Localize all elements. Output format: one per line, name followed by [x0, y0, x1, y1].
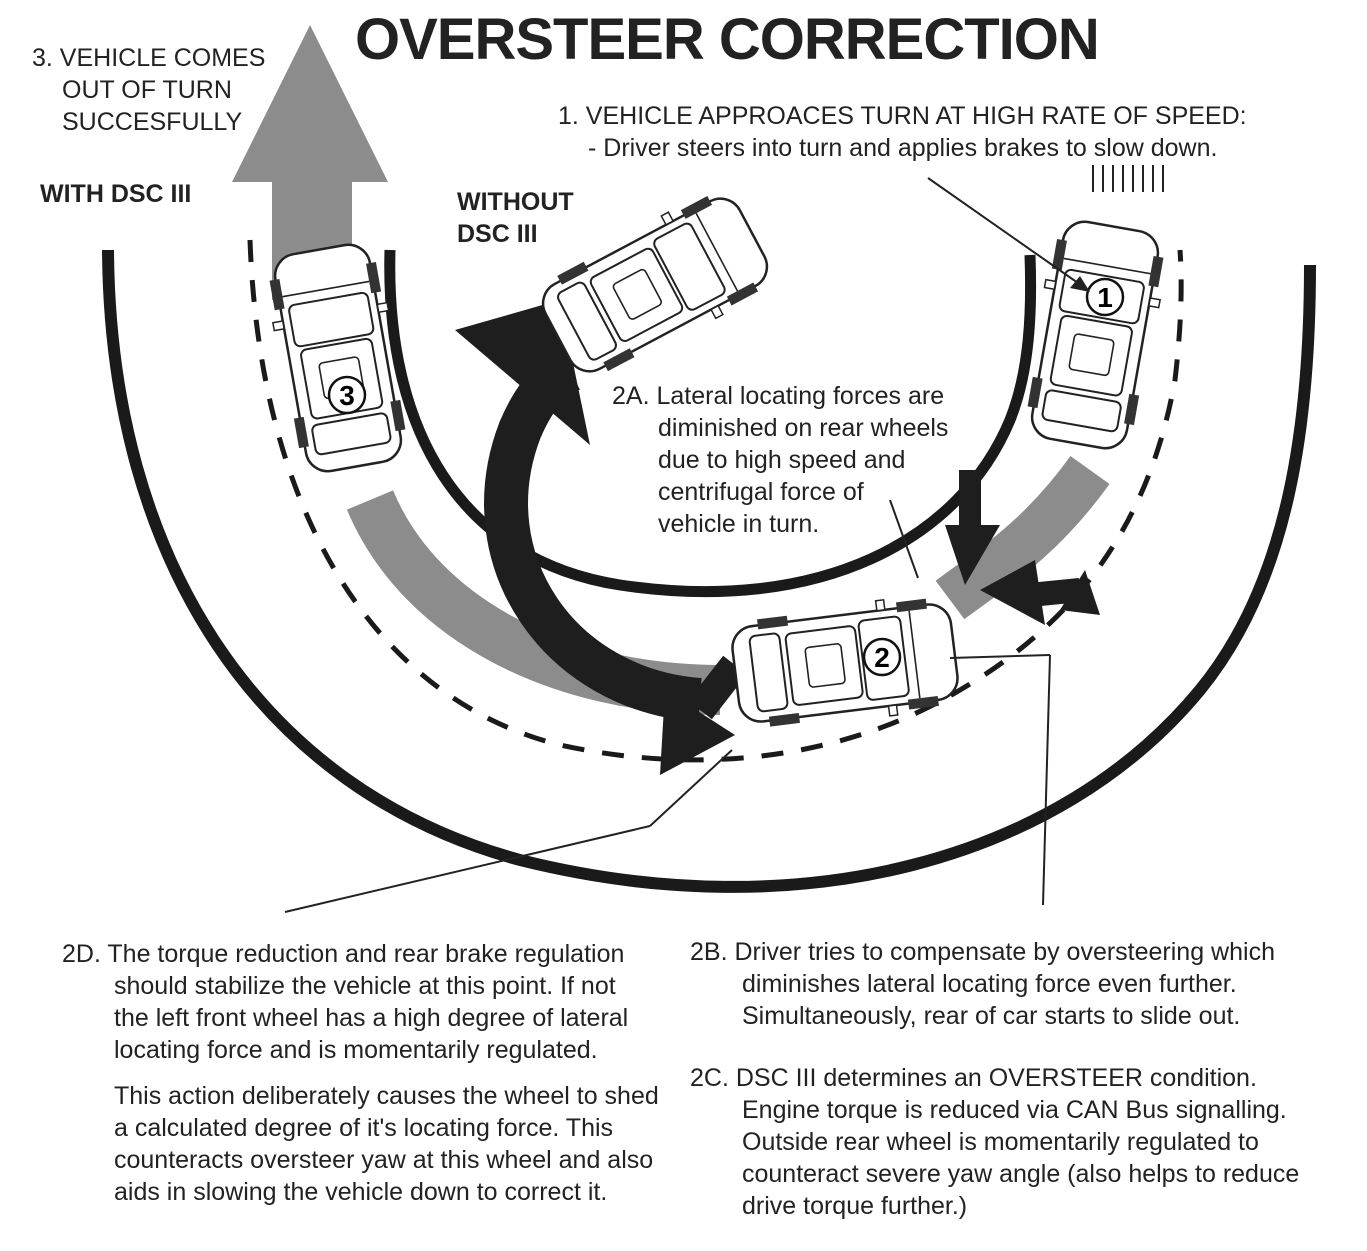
with-dsc-label: WITH DSC III	[40, 180, 192, 208]
step2c-line4: counteract severe yaw angle (also helps …	[742, 1160, 1300, 1188]
inner-road-edge	[384, 249, 1037, 598]
without-dsc-label: WITHOUT DSC III	[457, 186, 574, 250]
rear-down-arrow-head	[945, 525, 1000, 585]
front-slide-arrow-head	[660, 690, 735, 775]
leader-step1	[927, 177, 1089, 291]
leader-step2d	[284, 825, 651, 913]
step1-label: 1. VEHICLE APPROACES TURN AT HIGH RATE O…	[558, 100, 1247, 164]
step2b-line3: Simultaneously, rear of car starts to sl…	[742, 1002, 1241, 1030]
approach-path	[935, 455, 1110, 620]
rear-side-arrow-head	[980, 560, 1045, 625]
step2c-line2: Engine torque is reduced via CAN Bus sig…	[742, 1096, 1287, 1124]
step1-line1: 1. VEHICLE APPROACES TURN AT HIGH RATE O…	[558, 102, 1247, 130]
car-1-number: 1	[1097, 282, 1113, 313]
step3-line2: OUT OF TURN	[62, 76, 232, 104]
step2b-line2: diminishes lateral locating force even f…	[742, 970, 1237, 998]
leader-step1-head	[1070, 276, 1090, 292]
car-3-number-badge	[327, 375, 367, 415]
step3-label: 3. VEHICLE COMES OUT OF TURN SUCCESFULLY	[32, 42, 265, 138]
step2b-label: 2B. Driver tries to compensate by overst…	[690, 936, 1275, 1032]
speed-lines	[1092, 165, 1164, 192]
car-2-number: 2	[874, 642, 890, 673]
car-1	[1017, 215, 1173, 455]
step3-line3: SUCCESFULLY	[62, 108, 243, 136]
step2c-label: 2C. DSC III determines an OVERSTEER cond…	[690, 1062, 1299, 1222]
lane-dashed-line	[247, 239, 1184, 763]
step2d-line3: the left front wheel has a high degree o…	[114, 1004, 629, 1032]
step2b-line1: 2B. Driver tries to compensate by overst…	[690, 938, 1275, 966]
without-dsc-line2: DSC III	[457, 220, 538, 248]
step2d-line4: locating force and is momentarily regula…	[114, 1036, 598, 1064]
step2d-p2-line2: a calculated degree of it's locating for…	[114, 1114, 614, 1142]
car-2-number-badge	[862, 637, 902, 677]
car-2	[727, 590, 963, 736]
step2a-line1: 2A. Lateral locating forces are	[612, 382, 945, 410]
leader-step2d-b	[649, 749, 733, 827]
step2c-line1: 2C. DSC III determines an OVERSTEER cond…	[690, 1064, 1257, 1092]
step2d-label: 2D. The torque reduction and rear brake …	[62, 938, 659, 1208]
step2d-line1: 2D. The torque reduction and rear brake …	[62, 940, 625, 968]
step2a-label: 2A. Lateral locating forces are diminish…	[612, 380, 948, 540]
page-title: OVERSTEER CORRECTION	[355, 7, 1100, 72]
step2a-line3: due to high speed and	[658, 446, 906, 474]
spin-arrow-head	[455, 300, 590, 445]
rear-side-arrow-tail	[1060, 570, 1100, 615]
step2d-p2-line1: This action deliberately causes the whee…	[114, 1082, 659, 1110]
without-dsc-line1: WITHOUT	[457, 188, 574, 216]
step2a-line4: centrifugal force of	[658, 478, 864, 506]
step3-line1: 3. VEHICLE COMES	[32, 44, 266, 72]
front-slide-arrow	[688, 655, 747, 720]
step1-line2: - Driver steers into turn and applies br…	[588, 134, 1218, 162]
exit-arrow	[232, 25, 388, 300]
leader-step2a	[889, 499, 919, 579]
step2d-p2-line3: counteracts oversteer yaw at this wheel …	[114, 1146, 654, 1174]
step2c-line3: Outside rear wheel is momentarily regula…	[742, 1128, 1259, 1156]
step2a-line2: diminished on rear wheels	[658, 414, 949, 442]
car-1-number-badge	[1085, 277, 1125, 317]
leader-step2b	[1042, 654, 1051, 906]
step2a-line5: vehicle in turn.	[658, 510, 820, 538]
car-3-number: 3	[339, 380, 355, 411]
step2d-p2-line4: aids in slowing the vehicle down to corr…	[114, 1178, 608, 1206]
leader-step2b-b	[949, 654, 1051, 659]
step2c-line5: drive torque further.)	[742, 1192, 968, 1220]
step2d-line2: should stabilize the vehicle at this poi…	[114, 972, 616, 1000]
outer-road-edge	[102, 249, 1316, 893]
